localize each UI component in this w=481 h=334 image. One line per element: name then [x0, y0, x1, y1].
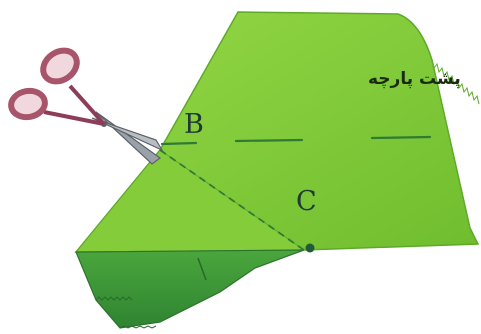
scissors-icon — [9, 44, 162, 164]
fabric-folded-flap — [76, 250, 304, 328]
fabric-back-label: پشت پارچه — [368, 69, 461, 89]
point-b-label: B — [184, 109, 204, 140]
point-c-label: C — [296, 186, 317, 217]
point-c-marker — [306, 244, 315, 253]
